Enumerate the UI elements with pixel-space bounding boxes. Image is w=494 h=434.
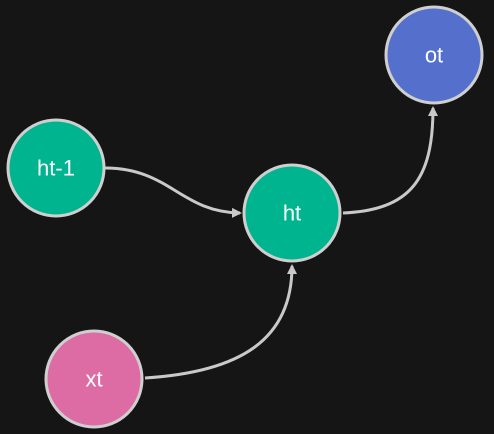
node-ht-1[interactable]: ht-1 (6, 118, 106, 218)
node-xt-circle (44, 329, 144, 429)
node-ht-circle (242, 163, 342, 263)
edge-xt-to-ht (144, 264, 297, 380)
node-xt[interactable]: xt (44, 329, 144, 429)
node-ot-label: ot (425, 43, 443, 68)
node-ht[interactable]: ht (242, 163, 342, 263)
edge-ht-1-to-ht (104, 166, 242, 218)
node-ht-1-circle (6, 118, 106, 218)
node-ot-circle (384, 5, 484, 105)
edge-ht-to-ot (342, 106, 438, 215)
node-ot[interactable]: ot (384, 5, 484, 105)
node-ht-label: ht (283, 201, 301, 226)
node-xt-label: xt (85, 367, 102, 392)
node-ht-1-label: ht-1 (37, 156, 75, 181)
